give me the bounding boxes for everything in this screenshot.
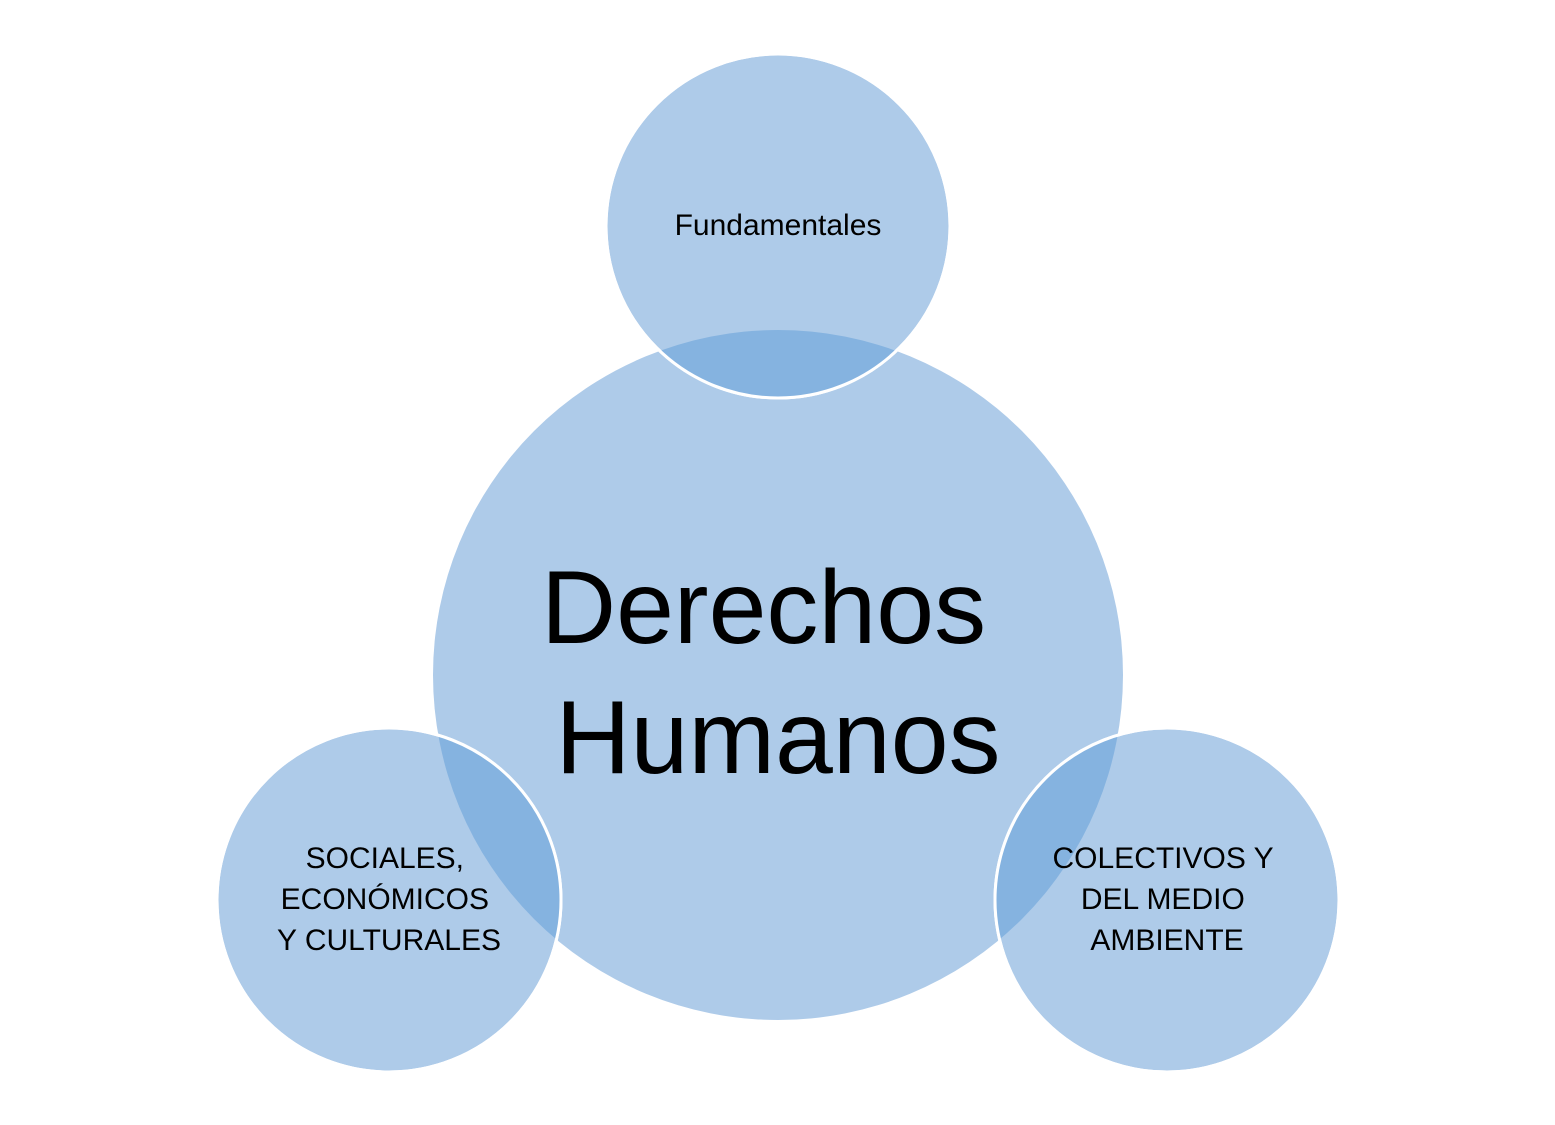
right-outline [993,726,1341,1074]
top-label-line-1: Fundamentales [675,209,882,242]
top-outline [604,52,952,400]
center-label-line-2: Humanos [555,680,1000,796]
center-label-line-1: Derechos [541,550,986,666]
right-label: COLECTIVOS Y DEL MEDIO AMBIENTE [1053,842,1282,957]
left-label: SOCIALES, ECONÓMICOS Y CULTURALES [277,842,501,957]
left-outline [215,726,563,1074]
right-label-line-1: COLECTIVOS Y [1053,842,1274,875]
center-label: Derechos Humanos [541,550,1015,796]
left-label-line-2: ECONÓMICOS [281,883,489,916]
right-label-line-3: AMBIENTE [1090,924,1243,957]
top-label: Fundamentales [675,209,882,242]
left-label-line-3: Y CULTURALES [277,924,501,957]
center-circle [433,330,1123,1020]
right-label-line-2: DEL MEDIO [1081,883,1245,916]
left-label-line-1: SOCIALES, [306,842,464,875]
